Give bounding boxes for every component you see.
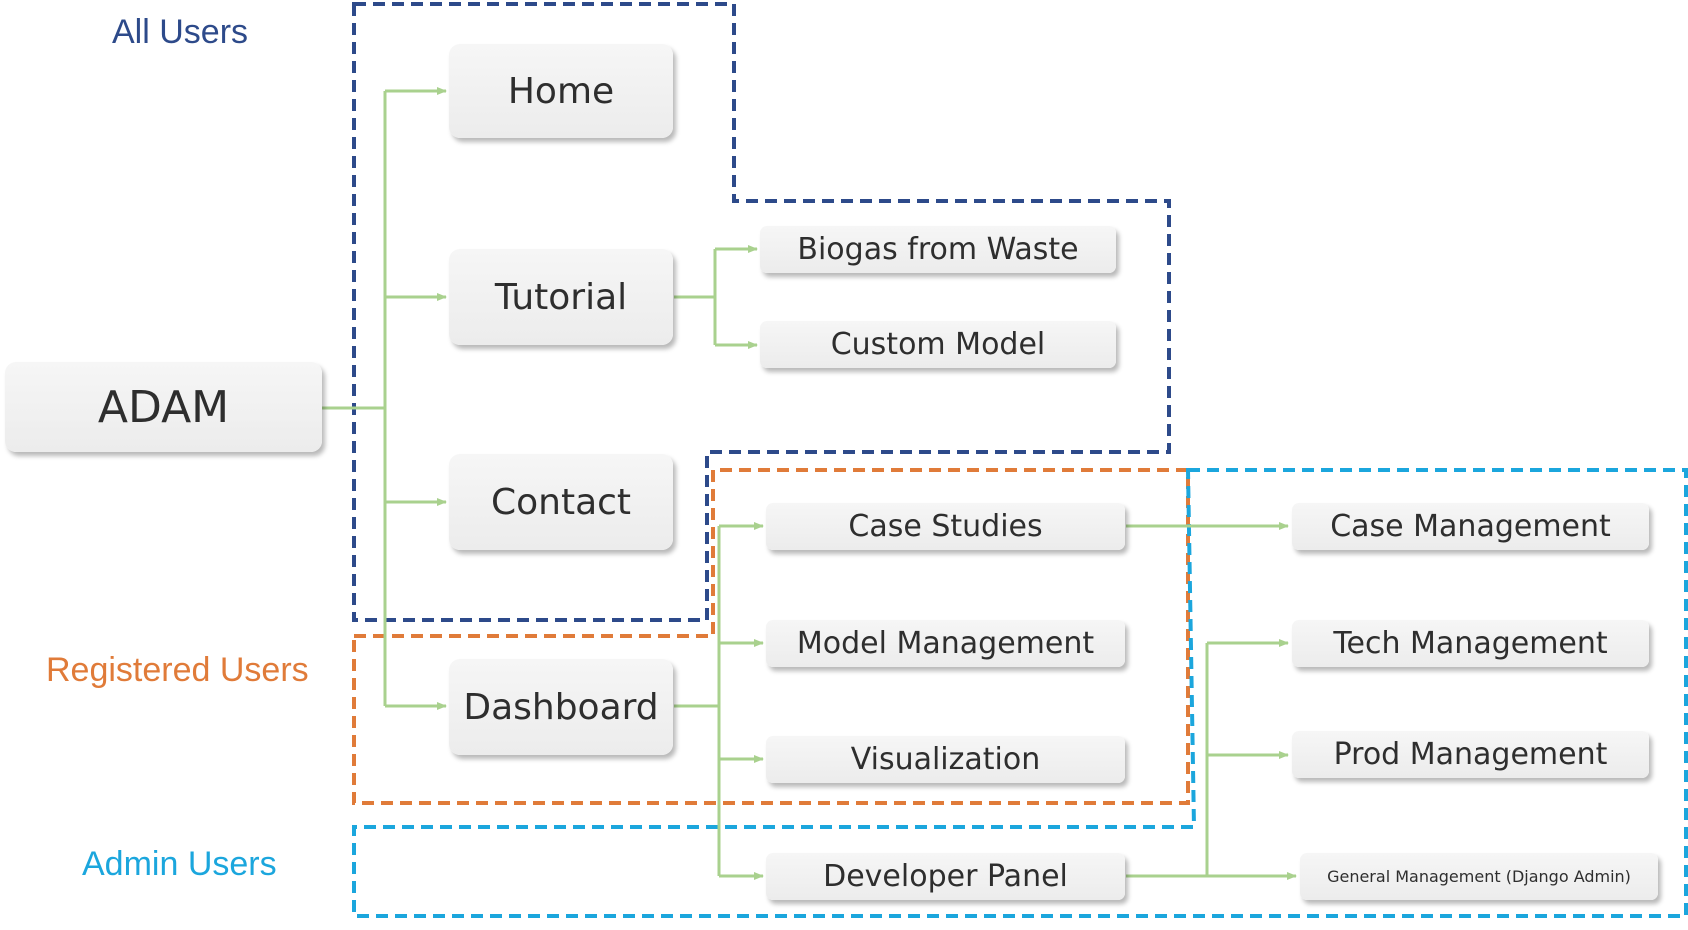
connector-developer-branch	[1126, 643, 1209, 878]
all-users-label: All Users	[112, 13, 249, 51]
node-visualization[interactable]: Visualization	[766, 736, 1125, 783]
node-general-management[interactable]: General Management (Django Admin)	[1300, 853, 1658, 900]
node-case-studies[interactable]: Case Studies	[766, 503, 1125, 550]
connector-tutorial-branch	[674, 249, 717, 345]
node-tutorial[interactable]: Tutorial	[449, 249, 673, 345]
node-home[interactable]: Home	[449, 44, 673, 138]
admin-users-label: Admin Users	[82, 845, 277, 883]
all-users-boundary	[352, 2, 1171, 622]
node-biogas-from-waste[interactable]: Biogas from Waste	[760, 226, 1116, 273]
registered-users-label: Registered Users	[46, 651, 309, 689]
connector-dashboard-branch	[674, 526, 721, 876]
node-contact[interactable]: Contact	[449, 454, 673, 550]
node-dashboard[interactable]: Dashboard	[449, 659, 673, 755]
node-developer-panel[interactable]: Developer Panel	[766, 853, 1125, 900]
admin-users-boundary	[352, 468, 1688, 918]
node-adam[interactable]: ADAM	[5, 362, 322, 452]
node-tech-management[interactable]: Tech Management	[1292, 620, 1649, 667]
node-case-management[interactable]: Case Management	[1292, 503, 1649, 550]
node-prod-management[interactable]: Prod Management	[1292, 731, 1649, 778]
node-custom-model[interactable]: Custom Model	[760, 321, 1116, 368]
node-model-management[interactable]: Model Management	[766, 620, 1125, 667]
